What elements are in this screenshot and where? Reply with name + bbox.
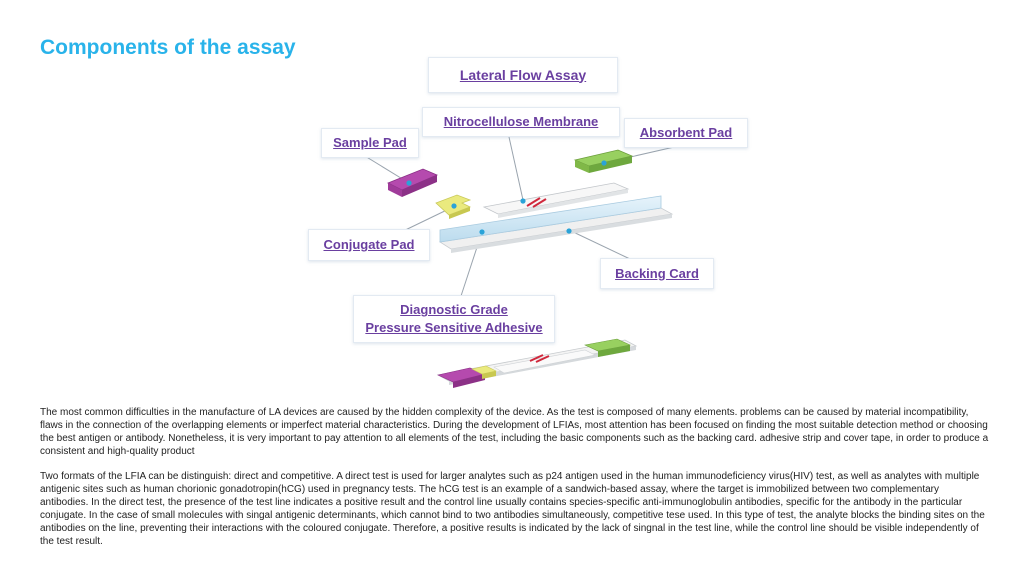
sample-pad-part <box>387 168 439 197</box>
page-title: Components of the assay <box>40 36 296 59</box>
pointer-dots <box>406 160 607 235</box>
absorbent-pad-part <box>573 149 634 173</box>
paragraph-2: Two formats of the LFIA can be distingui… <box>40 471 985 547</box>
membrane-part <box>482 182 630 218</box>
lateral-flow-assay-label: Lateral Flow Assay <box>428 57 618 93</box>
conjugate-pad-label: Conjugate Pad <box>308 229 430 261</box>
backing-card-label: Backing Card <box>600 258 714 289</box>
backing-card-part <box>438 195 674 253</box>
nitrocellulose-membrane-label: Nitrocellulose Membrane <box>422 107 620 137</box>
assembled-strip <box>436 338 638 388</box>
control-line <box>532 198 547 208</box>
adhesive-label-line2: Pressure Sensitive Adhesive <box>365 320 543 335</box>
lfa-diagram <box>359 136 684 388</box>
test-line <box>526 197 541 207</box>
paragraph-1: The most common difficulties in the manu… <box>40 407 989 457</box>
adhesive-label-line1: Diagnostic Grade <box>400 302 508 318</box>
sample-pad-label: Sample Pad <box>321 128 419 158</box>
absorbent-pad-label: Absorbent Pad <box>624 118 748 148</box>
adhesive-label: Diagnostic Grade Pressure Sensitive Adhe… <box>353 295 555 343</box>
